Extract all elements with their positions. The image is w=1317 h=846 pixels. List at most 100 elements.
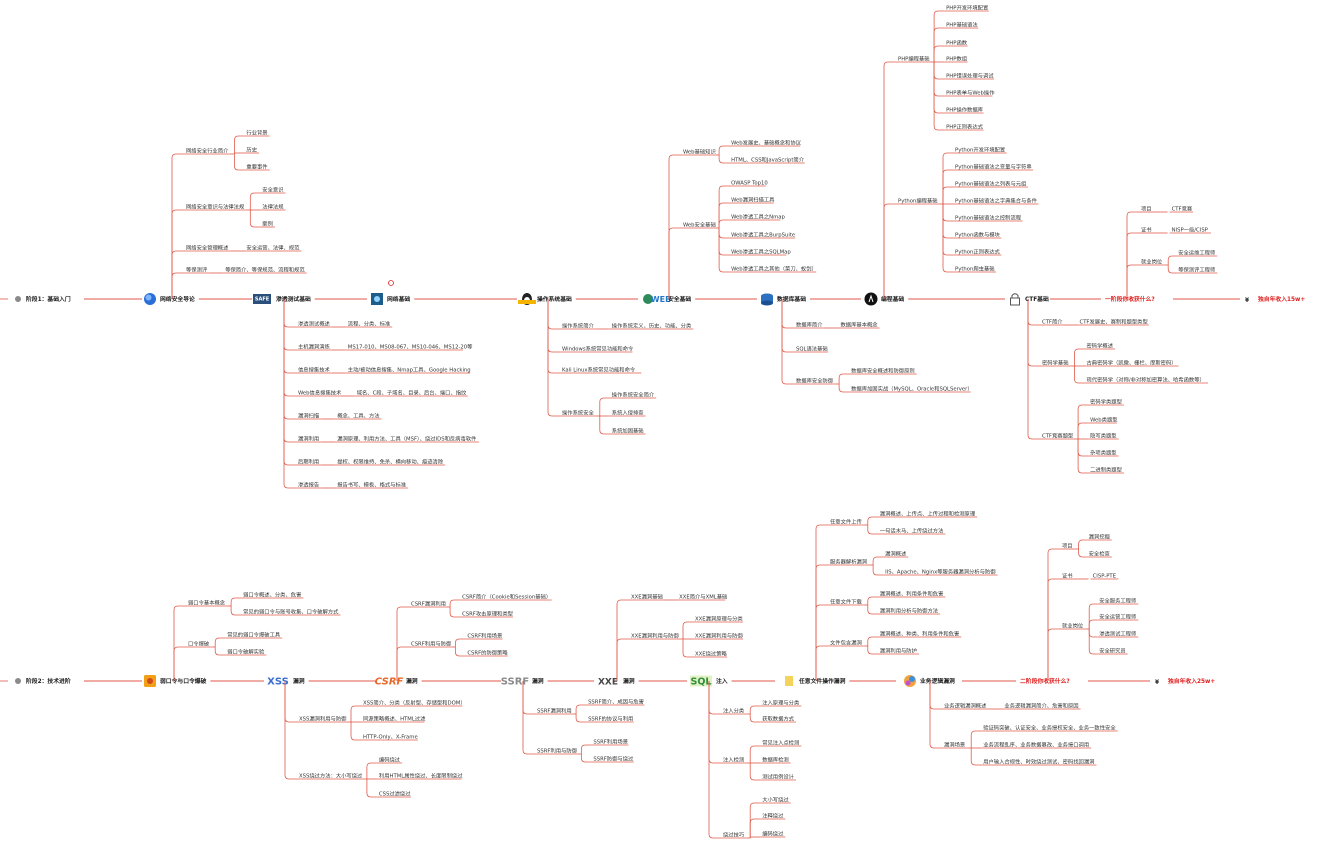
connector-line (454, 647, 466, 657)
leaf-label: 等保简介、等保规范、流程和规范 (225, 266, 305, 274)
lock-icon (1010, 293, 1020, 306)
connector-line (749, 818, 761, 838)
leaf-label: 漏洞概述、上传点、上传过程和检测原理 (880, 510, 976, 518)
connector-line (682, 621, 694, 639)
stage1-goal: 一阶段你收获什么? (1105, 295, 1155, 303)
leaf-label: 编码绕过 (379, 756, 401, 764)
connector-line (718, 228, 730, 273)
connector-line (283, 299, 296, 328)
leaf-label: SSRF利用场景 (593, 738, 628, 746)
database-icon (761, 293, 773, 306)
connector-line (718, 228, 730, 256)
leaf-label: NISP一级/CISP (1172, 226, 1209, 234)
leaf-label: 同源策略概述、HTML过滤 (363, 715, 426, 723)
leaf-label: IIS、Apache、Nginx等服务器漏洞分析与防御 (885, 568, 995, 576)
branch-label: 注入分类 (723, 707, 745, 715)
leaf-label: Python基础语法之列表与元组 (955, 180, 1027, 188)
leaf-label: 历史 (246, 146, 257, 154)
leaf-label: Web渗透工具之其他（菜刀、蚁剑） (731, 265, 817, 273)
leaf-label: Web类题型 (1090, 416, 1118, 424)
leaf-label: 用户输入合规性、时效绕过测试、密码找回漏洞 (983, 758, 1094, 766)
ssrf-logo-icon: SSRF (501, 677, 530, 688)
leaf-label: HTTP-Only、X-Frame (363, 735, 418, 741)
connector-line (867, 636, 878, 646)
leaf-label: 安全运维工程师 (1178, 249, 1216, 257)
leaf-label: 一句话木马、上传绕过方法 (880, 527, 944, 535)
branch-label: 等保测评 (186, 266, 208, 274)
leaf-label: 安全检查 (1089, 550, 1111, 558)
connector-line (249, 210, 261, 228)
connector-line (449, 607, 461, 618)
connector-line (283, 299, 296, 351)
connector-line (1074, 366, 1085, 384)
connector-line (283, 299, 296, 443)
leaf-label: Python函数与模块 (955, 231, 1001, 239)
branch-label: 注入检测 (723, 756, 744, 764)
branch-label: 数据库简介 (796, 321, 823, 329)
connector-line (668, 154, 681, 299)
leaf-label: 大小写绕过 (762, 796, 789, 804)
connector-line (942, 204, 954, 273)
leaf-label: CSRF攻击原理和类型 (462, 610, 514, 618)
leaf-label: 行业背景 (246, 129, 267, 137)
safe-icon: SAFE (253, 294, 271, 304)
leaf-label: 常见的弱口令爆破工具 (227, 631, 281, 639)
connector-line (718, 145, 730, 155)
leaf-label: 数据库安全概述和防御原则 (851, 367, 915, 375)
xxe-logo-icon: XXE (598, 678, 618, 688)
leaf-label: 获取数据方式 (762, 715, 794, 723)
main-node-5: 安全基础 (668, 295, 691, 303)
connector-line (942, 152, 954, 204)
leaf-label: CTF发展史、赛制和题型类型 (1080, 318, 1149, 326)
branch-label: 网络安全行业简介 (186, 147, 229, 155)
leaf-label: PHP错误处理与调试 (946, 72, 994, 80)
connector-line (1047, 548, 1060, 681)
connector-line (718, 202, 730, 228)
leaf-label: Web漏洞扫描工具 (731, 196, 775, 204)
connector-line (580, 744, 592, 754)
file-icon (785, 676, 793, 686)
connector-line (749, 714, 761, 723)
connector-line (547, 299, 560, 417)
connector-line (718, 155, 730, 164)
leaf-label: 数据库基本概念 (841, 321, 879, 329)
main-node-7: 任意文件操作漏洞 (798, 677, 846, 685)
branch-label: Python编程基础 (898, 197, 938, 205)
connector-line (1077, 439, 1089, 474)
leaf-label: 隐写类题型 (1090, 432, 1117, 440)
connector-line (933, 62, 945, 114)
connector-line (970, 730, 982, 748)
connector-line (1078, 539, 1087, 549)
leaf-label: CSRF的防御策略 (467, 649, 508, 657)
svg-text:XXE: XXE (598, 678, 618, 688)
branch-label: XSS绕过方法：大小写绕过 (299, 772, 363, 780)
connector-line (171, 153, 184, 299)
leaf-label: 注释绕过 (762, 812, 784, 820)
leaf-label: 安全运营工程师 (1099, 613, 1137, 621)
connector-line (749, 802, 761, 838)
stage-title: 阶段2：技术进阶 (26, 677, 71, 685)
connector-line (883, 203, 896, 299)
leaf-label: XXE漏洞原理与分类 (695, 615, 743, 623)
connector-line (815, 604, 828, 681)
leaf-label: Web渗透工具之SQLMap (731, 248, 791, 256)
connector-line (214, 647, 226, 656)
connector-line (970, 748, 982, 766)
connector-line (781, 299, 794, 385)
network-icon (371, 293, 383, 305)
leaf-label: PHP基础语法 (946, 21, 978, 29)
branch-label: Web安全基础 (683, 221, 716, 229)
connector-line (929, 681, 942, 710)
branch-label: 后期利用 (298, 458, 319, 466)
connector-line (867, 516, 878, 525)
stage-bullet-icon (15, 678, 21, 684)
leaf-label: Python正则表达式 (955, 248, 1001, 256)
linux-icon (518, 293, 536, 305)
leaf-label: XSS简介、分类（反射型、存储型和DOM） (363, 699, 466, 707)
leaf-label: PHP开发环境配置 (946, 4, 988, 12)
branch-label: 漏洞扫描 (298, 412, 320, 420)
leaf-label: 数据库加固实战（MySQL、Oracle和SQLServer） (851, 385, 973, 393)
connector-line (933, 27, 945, 62)
branch-label: 绕过技巧 (723, 831, 745, 839)
leaf-label: 数据库检测 (762, 756, 789, 764)
